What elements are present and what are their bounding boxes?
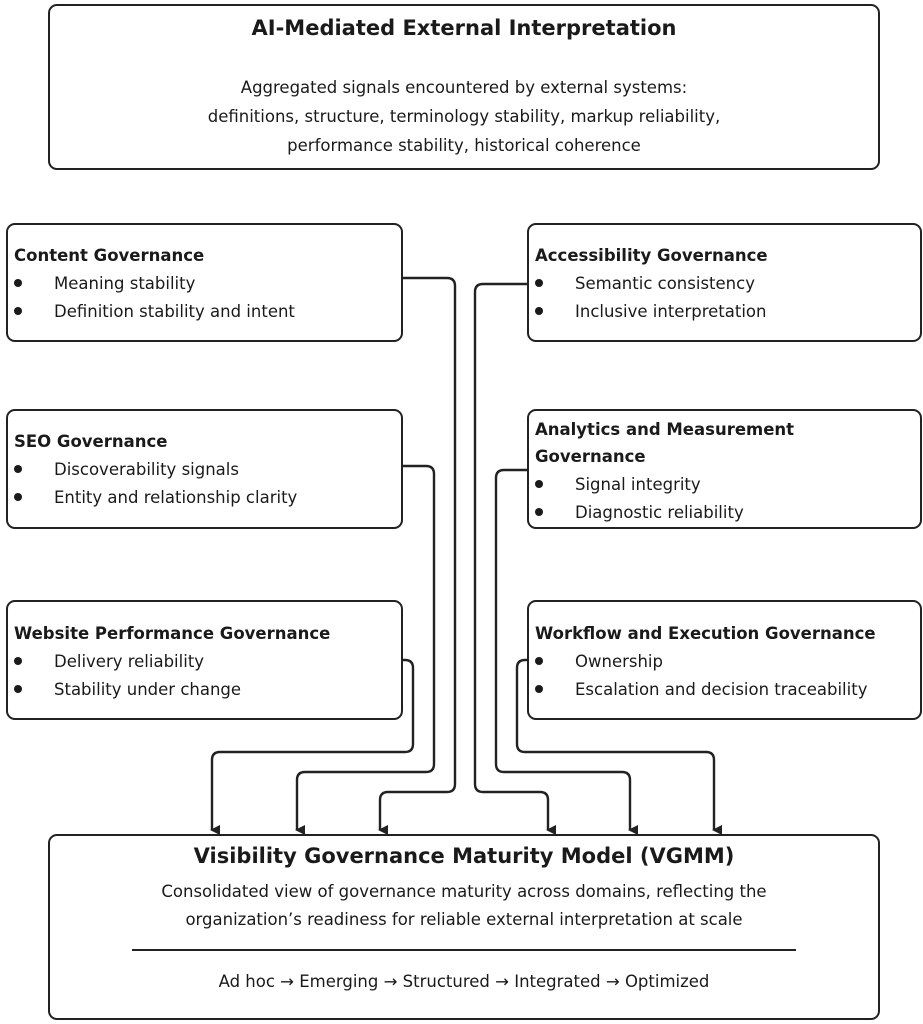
governance-title: Content Governance: [14, 246, 205, 265]
maturity-stages: Ad hoc → Emerging → Structured → Integra…: [218, 972, 710, 991]
bullet-item: Ownership: [535, 648, 663, 676]
governance-title: SEO Governance: [14, 432, 168, 451]
connector-analytics: [494, 468, 638, 835]
bullet-item: Stability under change: [14, 676, 241, 704]
bullet-icon: [14, 656, 22, 665]
divider: [132, 949, 796, 951]
bullet-item: Meaning stability: [14, 270, 195, 298]
bullet-icon: [14, 684, 22, 693]
bullet-item: Escalation and decision traceability: [535, 676, 867, 704]
bullet-item: Diagnostic reliability: [535, 499, 744, 527]
bullet-icon: [535, 479, 543, 488]
bullet-item: Definition stability and intent: [14, 298, 295, 326]
connector-performance: [210, 658, 415, 835]
connector-content: [378, 276, 457, 835]
description-line: definitions, structure, terminology stab…: [207, 107, 721, 126]
content-governance-box: Content Governance Meaning stability Def…: [6, 223, 403, 342]
analytics-measurement-governance-box: Analytics and Measurement Governance Sig…: [527, 409, 922, 529]
governance-title: Website Performance Governance: [14, 624, 331, 643]
ai-interpretation-title: AI-Mediated External Interpretation: [251, 16, 677, 40]
description-line: Aggregated signals encountered by extern…: [240, 78, 688, 97]
bullet-icon: [14, 464, 22, 473]
governance-title-line: Analytics and Measurement: [535, 420, 795, 439]
bullet-item: Signal integrity: [535, 471, 701, 499]
bullet-icon: [14, 278, 22, 287]
vgmm-title: Visibility Governance Maturity Model (VG…: [193, 844, 735, 868]
bullet-item: Semantic consistency: [535, 270, 755, 298]
bullet-icon: [535, 684, 543, 693]
bullet-item: Entity and relationship clarity: [14, 484, 297, 512]
description-line: performance stability, historical cohere…: [287, 136, 641, 155]
vgmm-box: Visibility Governance Maturity Model (VG…: [48, 834, 880, 1020]
description-line: organization’s readiness for reliable ex…: [185, 910, 743, 929]
bullet-icon: [14, 492, 22, 501]
ai-interpretation-description: Aggregated signals encountered by extern…: [50, 73, 878, 160]
bullet-icon: [535, 507, 543, 516]
bullet-icon: [14, 306, 22, 315]
workflow-execution-governance-box: Workflow and Execution Governance Owners…: [527, 600, 922, 720]
ai-interpretation-box: AI-Mediated External Interpretation Aggr…: [48, 4, 880, 170]
bullet-icon: [535, 656, 543, 665]
connector-seo: [295, 464, 436, 835]
website-performance-governance-box: Website Performance Governance Delivery …: [6, 600, 403, 720]
description-line: Consolidated view of governance maturity…: [161, 882, 767, 901]
bullet-item: Inclusive interpretation: [535, 298, 766, 326]
connector-workflow: [515, 658, 722, 835]
governance-title: Accessibility Governance: [535, 246, 768, 265]
governance-title-line: Governance: [535, 447, 646, 466]
bullet-icon: [535, 278, 543, 287]
connector-accessibility: [473, 282, 556, 835]
bullet-item: Discoverability signals: [14, 456, 239, 484]
accessibility-governance-box: Accessibility Governance Semantic consis…: [527, 223, 922, 342]
governance-title: Workflow and Execution Governance: [535, 624, 876, 643]
seo-governance-box: SEO Governance Discoverability signals E…: [6, 409, 403, 529]
bullet-item: Delivery reliability: [14, 648, 204, 676]
bullet-icon: [535, 306, 543, 315]
vgmm-description: Consolidated view of governance maturity…: [50, 878, 878, 934]
